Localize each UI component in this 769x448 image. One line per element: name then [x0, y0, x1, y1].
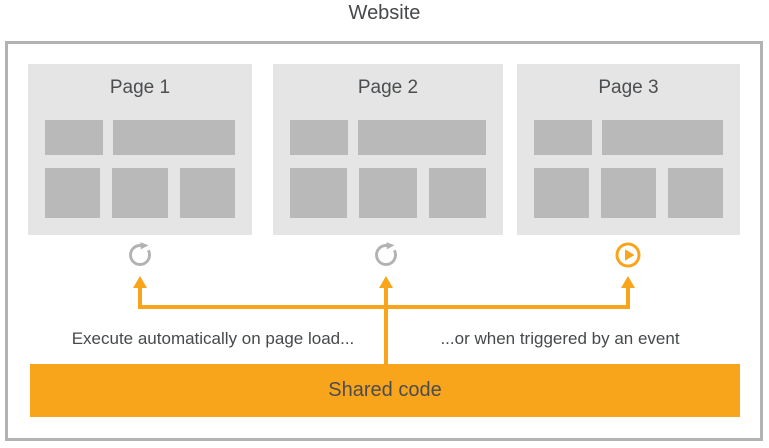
arrowhead-right: [621, 276, 635, 288]
wireframe-row: [45, 120, 235, 155]
wireframe-block: [602, 120, 723, 155]
connector-line-right: [626, 288, 630, 309]
wireframe-row: [290, 168, 486, 218]
diagram-title: Website: [348, 2, 421, 24]
wireframe-block: [534, 168, 589, 218]
annotation-page-load: Execute automatically on page load...: [71, 329, 355, 348]
arrowhead-middle: [379, 276, 393, 288]
wireframe-block: [179, 168, 235, 218]
wireframe-block: [359, 168, 417, 218]
wireframe-row: [534, 168, 723, 218]
wireframe-block: [112, 168, 168, 218]
page-card-title: Page 3: [598, 77, 659, 98]
refresh-icon: [371, 233, 405, 270]
wireframe-block: [113, 120, 235, 155]
page-card-2: Page 2: [273, 64, 503, 235]
wireframe-block: [358, 120, 486, 155]
wireframe-row: [290, 120, 486, 155]
wireframe-block: [290, 120, 348, 155]
page-card-1: Page 1: [28, 64, 252, 235]
connector-line-middle: [384, 288, 388, 364]
wireframe-row: [534, 120, 723, 155]
wireframe-block: [45, 120, 103, 155]
wireframe-block: [45, 168, 101, 218]
wireframe-block: [668, 168, 723, 218]
arrowhead-left: [133, 276, 147, 288]
wireframe-block: [290, 168, 348, 218]
shared-code-label: Shared code: [328, 379, 442, 401]
page-card-title: Page 2: [357, 77, 419, 98]
play-icon: [613, 240, 643, 270]
connector-line-left: [138, 288, 142, 309]
wireframe-block: [601, 168, 656, 218]
annotation-event: ...or when triggered by an event: [440, 329, 680, 348]
refresh-icon: [125, 233, 159, 270]
wireframe-block: [428, 168, 486, 218]
page-card-3: Page 3: [517, 64, 740, 235]
page-card-title: Page 1: [109, 77, 171, 98]
shared-code-bar: Shared code: [30, 364, 740, 417]
wireframe-block: [534, 120, 592, 155]
wireframe-row: [45, 168, 235, 218]
